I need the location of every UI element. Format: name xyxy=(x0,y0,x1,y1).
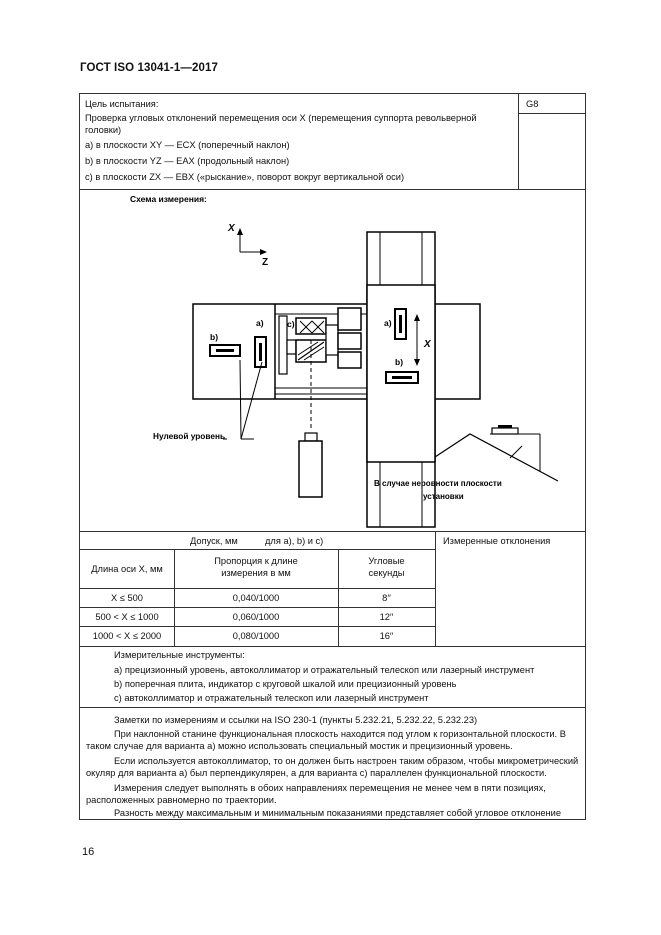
autocollimator xyxy=(298,440,323,498)
col-ratio-header-2: измерения в мм xyxy=(221,568,291,578)
instrument-b: b) поперечная плита, индикатор с кругово… xyxy=(114,679,457,689)
label-c: c) xyxy=(287,319,295,329)
document-code: ГОСТ ISO 13041-1—2017 xyxy=(80,62,218,74)
instruments-bottom-rule xyxy=(80,707,586,708)
test-sheet: Цель испытания: Проверка угловых отклоне… xyxy=(79,93,586,820)
table-row-1-angle: 8′′ xyxy=(382,593,391,603)
col-angle-header-1: Угловые xyxy=(368,556,405,566)
level-b-carriage: b) xyxy=(385,357,419,384)
travel-x-label: X xyxy=(423,339,432,350)
col2-divider xyxy=(338,549,339,646)
table-row-3-length: 1000 < X ≤ 2000 xyxy=(92,631,162,641)
inclined-setup-figure xyxy=(434,425,559,482)
notes-paragraph-1: При наклонной станине функциональная пло… xyxy=(86,729,566,751)
table-row-2-ratio: 0,060/1000 xyxy=(232,612,280,622)
diagram-bottom-rule xyxy=(80,531,586,532)
row1-rule xyxy=(80,607,435,608)
zero-level-callout: Нулевой уровень xyxy=(153,359,263,441)
test-code: G8 xyxy=(526,99,539,109)
zero-level-label: Нулевой уровень xyxy=(153,431,225,441)
instrument-c: c) автоколлиматор и отражательный телеск… xyxy=(114,693,429,703)
diagram-caption: Схема измерения: xyxy=(130,194,207,204)
tolerance-header-suffix: для a), b) и c) xyxy=(265,536,324,546)
level-b-zero: b) xyxy=(209,332,241,357)
tolerance-header-rule xyxy=(80,549,435,550)
table-row-1-ratio: 0,040/1000 xyxy=(232,593,280,603)
table-row-3-ratio: 0,080/1000 xyxy=(232,631,280,641)
code-underline xyxy=(519,113,586,114)
objective-item-c: c) в плоскости ZX — EBX («рыскание», пов… xyxy=(85,172,405,182)
objective-description: Проверка угловых отклонений перемещения … xyxy=(85,113,477,135)
objective-item-b: b) в плоскости YZ — EAX (продольный накл… xyxy=(85,156,290,166)
colhead-rule xyxy=(80,588,435,589)
notes-paragraph-2: Если используется автоколлиматор, то он … xyxy=(86,756,579,778)
objective-title: Цель испытания: xyxy=(85,99,159,109)
label-a-left: a) xyxy=(256,318,264,328)
page-number: 16 xyxy=(82,846,95,858)
table-row-3-angle: 16′′ xyxy=(379,631,394,641)
tolerance-bottom-rule xyxy=(80,646,586,647)
objective-item-a: a) в плоскости XY — ECX (поперечный накл… xyxy=(85,140,290,150)
uneven-note-line2: установки xyxy=(423,492,464,501)
uneven-note-line1: В случае неровности плоскости xyxy=(374,479,502,488)
notes-paragraph-4: Разность между максимальным и минимальны… xyxy=(114,808,562,818)
level-a-carriage: a) xyxy=(384,308,407,340)
measured-deviations-label: Измеренные отклонения xyxy=(443,536,551,546)
instrument-a: a) прецизионный уровень, автоколлиматор … xyxy=(114,665,535,675)
row2-rule xyxy=(80,626,435,627)
col-ratio-header-1: Пропорция к длине xyxy=(214,556,298,566)
travel-arrow: X xyxy=(414,314,432,366)
measurement-diagram: Схема измерения: X Z b) a) xyxy=(130,194,559,528)
label-a-right: a) xyxy=(384,318,392,328)
tolerance-header-prefix: Допуск, мм xyxy=(190,536,238,546)
table-row-2-angle: 12′′ xyxy=(379,612,394,622)
objective-divider xyxy=(518,94,519,189)
col-angle-header-2: секунды xyxy=(368,568,405,578)
col1-divider xyxy=(174,549,175,646)
axis-indicator: X Z xyxy=(227,223,268,268)
axis-x-label: X xyxy=(227,223,236,234)
axis-z-label: Z xyxy=(262,257,268,268)
tolerance-divider xyxy=(435,531,436,646)
table-row-2-length: 500 < X ≤ 1000 xyxy=(95,612,159,622)
table-row-1-length: X ≤ 500 xyxy=(111,593,143,603)
instruments-title: Измерительные инструменты: xyxy=(114,650,245,660)
objective-bottom-rule xyxy=(80,189,586,190)
notes-title: Заметки по измерениям и ссылки на ISO 23… xyxy=(114,715,478,725)
label-b-right: b) xyxy=(395,357,403,367)
col-length-header: Длина оси X, мм xyxy=(91,564,163,574)
notes-paragraph-3: Измерения следует выполнять в обоих напр… xyxy=(86,783,546,805)
label-b-left: b) xyxy=(210,332,218,342)
